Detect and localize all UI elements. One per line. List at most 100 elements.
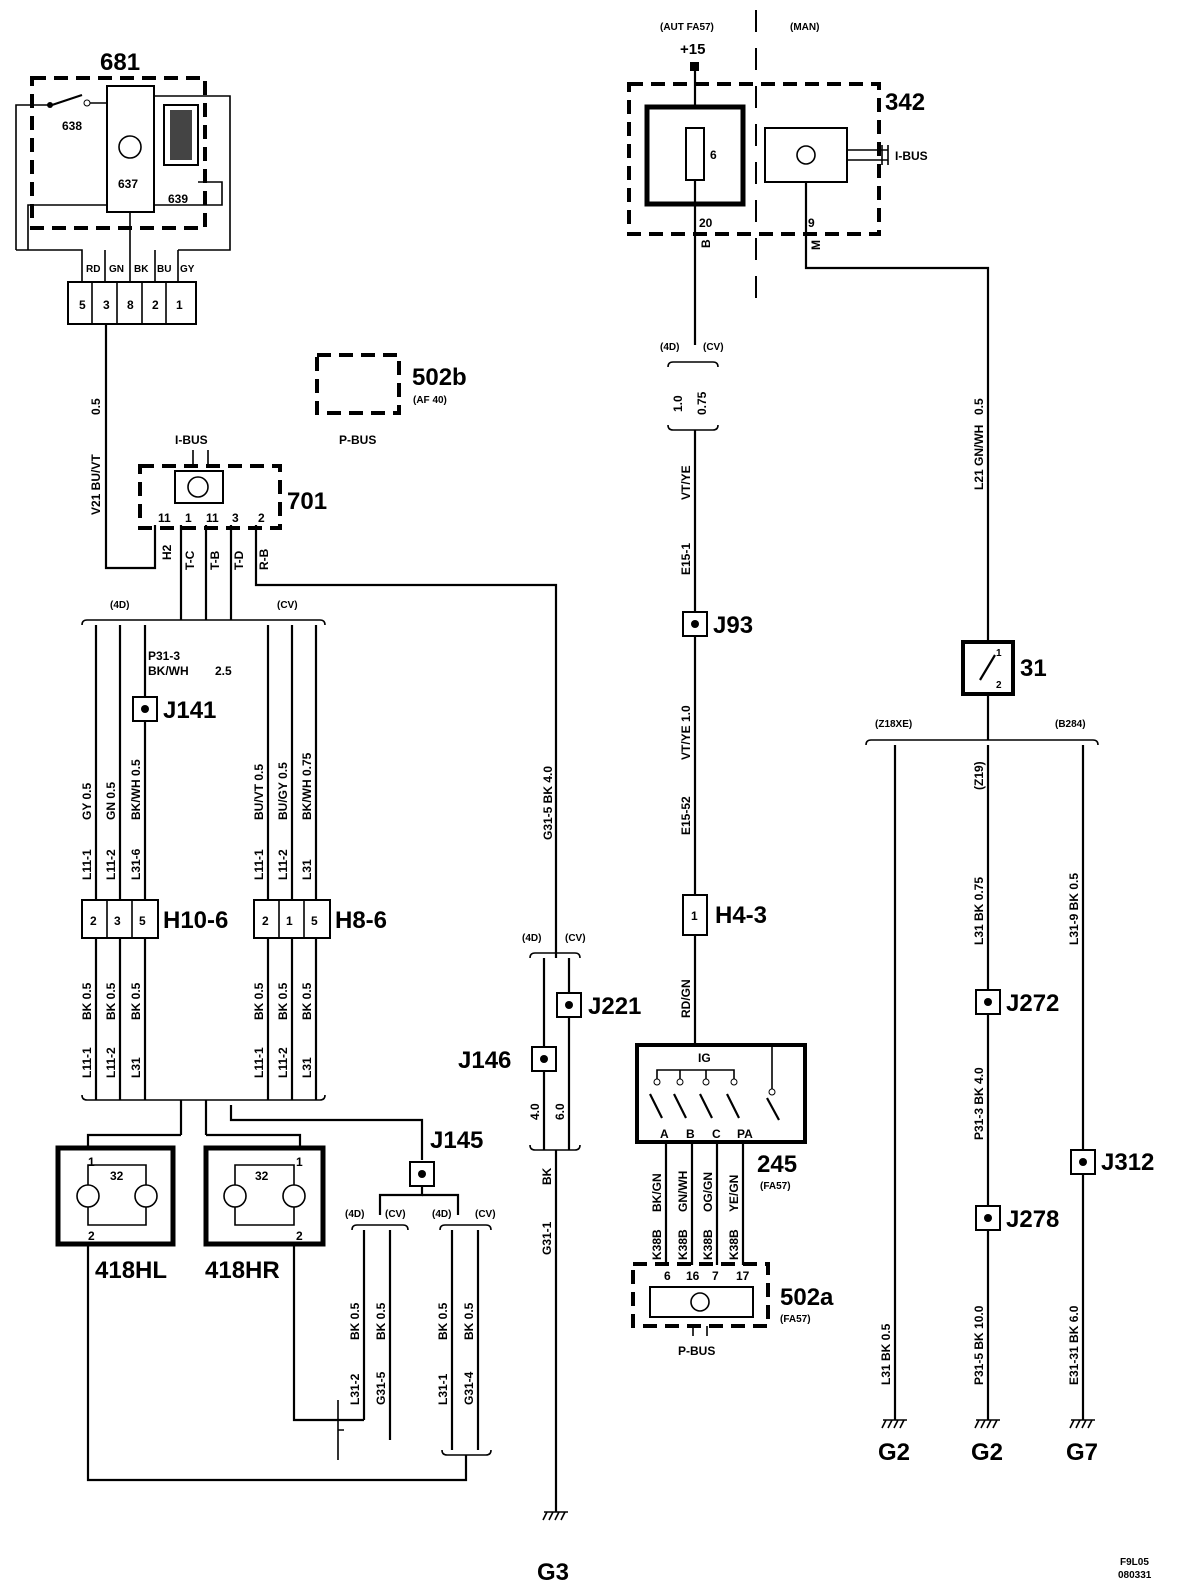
wire-l31: L31 (300, 859, 314, 880)
wire-g31-1-label: G31-1 (540, 1221, 554, 1255)
ground-g7-label: G7 (1066, 1439, 1098, 1466)
lamp-hl-pin1: 1 (88, 1155, 95, 1169)
module-502a (649, 1286, 754, 1318)
pin-8: 8 (127, 298, 134, 312)
wire-l21 (804, 182, 990, 640)
wire-v21-size: 0.5 (89, 398, 103, 415)
component-638-label: 638 (62, 119, 82, 133)
wire-rdgn: RD/GN (679, 979, 693, 1018)
wire-vtye10: VT/YE 1.0 (679, 705, 693, 760)
variant-cv-right: (CV) (703, 342, 724, 353)
af40-label: (AF 40) (413, 395, 447, 406)
ground-icon-g3 (542, 1511, 568, 1521)
wire-bk05-f: BK 0.5 (300, 982, 314, 1020)
gauge-symbol-637 (118, 135, 142, 159)
pbus-label-1: P-BUS (339, 433, 376, 447)
variant-z19: (Z19) (972, 761, 986, 790)
lamp-32b-label: 32 (255, 1169, 269, 1183)
pin-h106-3: 3 (114, 914, 121, 928)
pin-2: 2 (152, 298, 159, 312)
pin-701-2: 2 (258, 511, 265, 525)
figure-code: F9L05 (1120, 1557, 1149, 1568)
wire-tc: T-C (183, 550, 197, 570)
variant-z18xe: (Z18XE) (875, 719, 912, 730)
ground-g3-label: G3 (537, 1559, 569, 1586)
pin-342-m: M (809, 240, 823, 250)
wire-l312: L31-2 (348, 1373, 362, 1405)
pin-h43-1: 1 (691, 909, 698, 923)
switch-c: C (712, 1127, 721, 1141)
switch-pa: PA (737, 1127, 753, 1141)
wire-e31-31: E31-31 BK 6.0 (1067, 1305, 1081, 1385)
pin-color-rd: RD (86, 264, 100, 275)
splice-size: 2.5 (215, 664, 232, 678)
pin-502a-17: 17 (736, 1269, 750, 1283)
wire-tb: T-B (208, 550, 222, 570)
pin-h86-5: 5 (311, 914, 318, 928)
wire-g31-5 (254, 525, 558, 958)
switch-a: A (660, 1127, 669, 1141)
component-701-module (174, 470, 224, 504)
pin-h106-5: 5 (139, 914, 146, 928)
pin-701-11b: 11 (206, 511, 219, 525)
component-639-hatch (170, 110, 192, 160)
supply-plus15: +15 (680, 41, 705, 58)
component-681-box (30, 76, 207, 230)
pin-701-1: 1 (185, 511, 192, 525)
wire-l111b: L11-1 (252, 849, 266, 880)
wire-bkgn: BK/GN (650, 1173, 664, 1212)
wire-p31-3b: P31-3 BK 4.0 (972, 1067, 986, 1140)
wire-bk-label: BK (540, 1167, 554, 1185)
wire-yegn: YE/GN (727, 1175, 741, 1212)
wire-k38b-c: K38B (701, 1229, 715, 1260)
connector-h8-6 (253, 899, 331, 939)
fuse-6-label: 6 (710, 148, 717, 162)
splice-j141-label: J141 (163, 697, 216, 724)
component-701-label: 701 (287, 488, 327, 515)
wire-l111d: L11-1 (252, 1047, 266, 1078)
pin-502a-16: 16 (686, 1269, 700, 1283)
switch-b: B (686, 1127, 695, 1141)
wire-bkwh2-label: BK/WH 0.75 (300, 752, 314, 820)
splice-p31-3: P31-3 (148, 649, 180, 663)
wire-l112b: L11-2 (276, 849, 290, 880)
wire-e1552: E15-52 (679, 796, 693, 835)
variant-4d-b1: (4D) (345, 1209, 364, 1220)
wire-v21 (104, 324, 157, 570)
pin-h86-2: 2 (262, 914, 269, 928)
variant-aut-fa57: (AUT FA57) (660, 22, 714, 33)
connector-681 (67, 281, 197, 325)
wire-g31-5-label: G31-5 BK 4.0 (541, 766, 555, 840)
wire-l111c: L11-1 (80, 1047, 94, 1078)
wire-g314: G31-4 (462, 1371, 476, 1405)
bracket-top-left (81, 619, 326, 626)
connector-h4-3 (682, 894, 708, 936)
ground-g2a-label: G2 (878, 1439, 910, 1466)
pin-color-bk: BK (134, 264, 149, 275)
wire-l311: L31-1 (436, 1373, 450, 1405)
wire-bk05-e: BK 0.5 (276, 982, 290, 1020)
lamp-418hr-label: 418HR (205, 1257, 280, 1284)
wire-h2: H2 (160, 544, 174, 560)
pin-3: 3 (103, 298, 110, 312)
wire-bk05-h: BK 0.5 (374, 1302, 388, 1340)
variant-cv-mid: (CV) (565, 933, 586, 944)
wire-size-40: 4.0 (528, 1103, 542, 1120)
wire-g315: G31-5 (374, 1371, 388, 1405)
ground-icon-g2a (881, 1419, 907, 1429)
wire-l21-label: L21 GN/WH (972, 425, 986, 490)
splice-bkwh: BK/WH (148, 664, 189, 678)
pin-color-gn: GN (109, 264, 124, 275)
splice-j145-label: J145 (430, 1127, 483, 1154)
lamp-hl-pin2: 2 (88, 1229, 95, 1243)
pin-342-b: B (699, 239, 713, 248)
component-342-label: 342 (885, 89, 925, 116)
variant-4d-b2: (4D) (432, 1209, 451, 1220)
variant-cv-b2: (CV) (475, 1209, 496, 1220)
wire-bkwh-label: BK/WH 0.5 (129, 759, 143, 820)
pin-1: 1 (176, 298, 183, 312)
variant-man: (MAN) (790, 22, 819, 33)
ignition-switch-245 (635, 1043, 807, 1144)
pin-502a-7: 7 (712, 1269, 719, 1283)
